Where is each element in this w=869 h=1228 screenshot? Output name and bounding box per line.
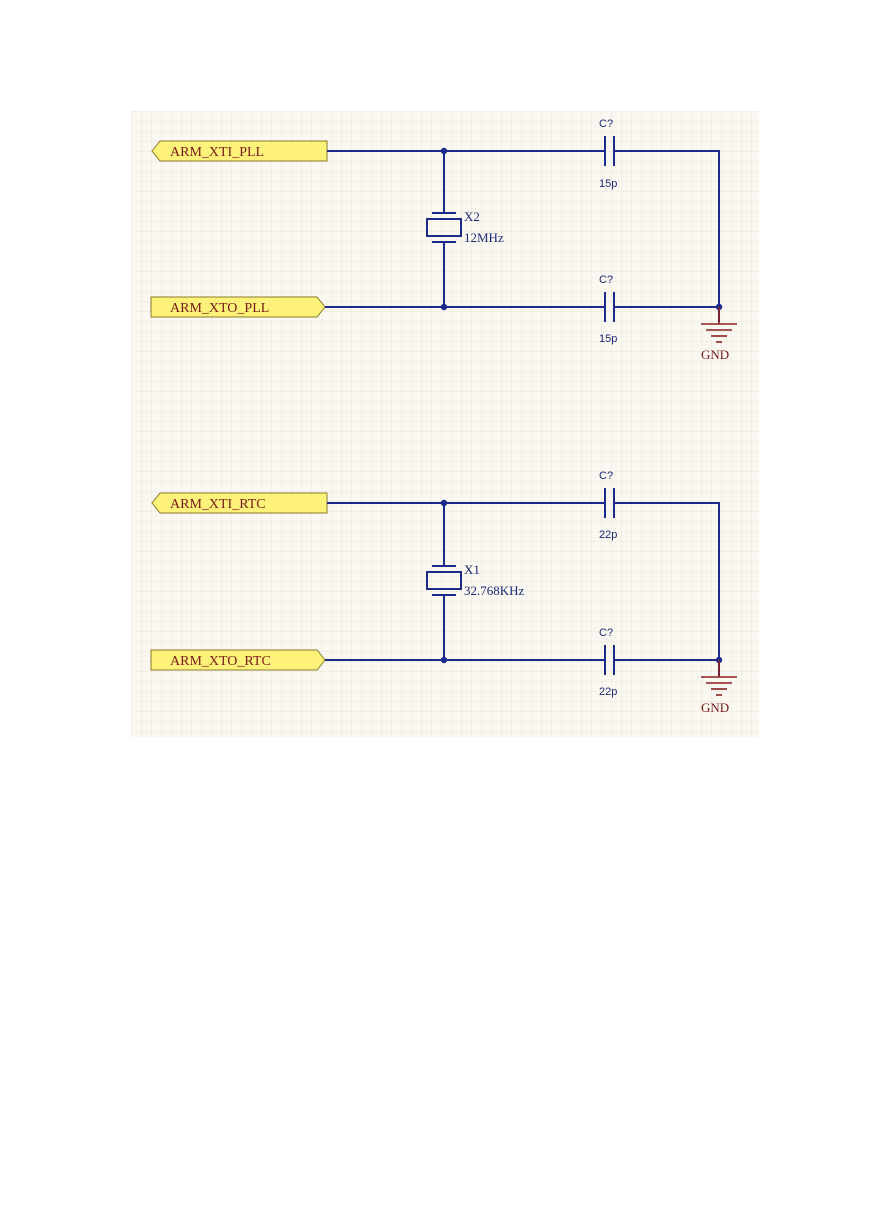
wire-cap-top-to-gnd [614, 502, 720, 676]
crystal-ref: X2 [464, 209, 480, 224]
port-label: ARM_XTI_RTC [170, 497, 266, 512]
ground-symbol-pll: GND [701, 307, 737, 362]
ground-symbol-rtc: GND [701, 660, 737, 715]
capacitor-value: 15p [599, 333, 617, 345]
port-arm-xto-pll[interactable]: ARM_XTO_PLL [150, 296, 326, 318]
capacitor-value: 22p [599, 686, 617, 698]
capacitor-value: 15p [599, 178, 617, 190]
port-label: ARM_XTI_PLL [170, 145, 264, 160]
rtc-oscillator-circuit: ARM_XTI_RTC ARM_XTO_RTC X1 32.768KHz C? … [150, 470, 737, 715]
crystal-ref: X1 [464, 562, 480, 577]
junction-dot [440, 303, 448, 311]
crystal-x2[interactable]: X2 12MHz [426, 209, 504, 245]
port-arm-xto-rtc[interactable]: ARM_XTO_RTC [150, 649, 326, 671]
junction-dot [440, 656, 448, 664]
capacitor-ref: C? [599, 118, 613, 130]
crystal-value: 12MHz [464, 230, 504, 245]
capacitor-pll-top[interactable]: C? 15p [599, 118, 617, 190]
capacitor-value: 22p [599, 529, 617, 541]
ground-label: GND [701, 347, 729, 362]
crystal-x1[interactable]: X1 32.768KHz [426, 562, 525, 598]
capacitor-rtc-top[interactable]: C? 22p [599, 470, 617, 541]
ground-label: GND [701, 700, 729, 715]
port-arm-xti-rtc[interactable]: ARM_XTI_RTC [151, 492, 328, 514]
capacitor-rtc-bottom[interactable]: C? 22p [599, 627, 617, 698]
pll-oscillator-circuit: ARM_XTI_PLL ARM_XTO_PLL X2 12MHz [150, 118, 737, 362]
port-arm-xti-pll[interactable]: ARM_XTI_PLL [151, 140, 328, 162]
port-label: ARM_XTO_PLL [170, 301, 269, 316]
port-label: ARM_XTO_RTC [170, 654, 271, 669]
capacitor-ref: C? [599, 470, 613, 482]
junction-dot [440, 147, 448, 155]
junction-dot [440, 499, 448, 507]
capacitor-ref: C? [599, 274, 613, 286]
wire-cap-top-to-gnd [614, 150, 720, 322]
crystal-value: 32.768KHz [464, 583, 525, 598]
capacitor-pll-bottom[interactable]: C? 15p [599, 274, 617, 345]
capacitor-ref: C? [599, 627, 613, 639]
